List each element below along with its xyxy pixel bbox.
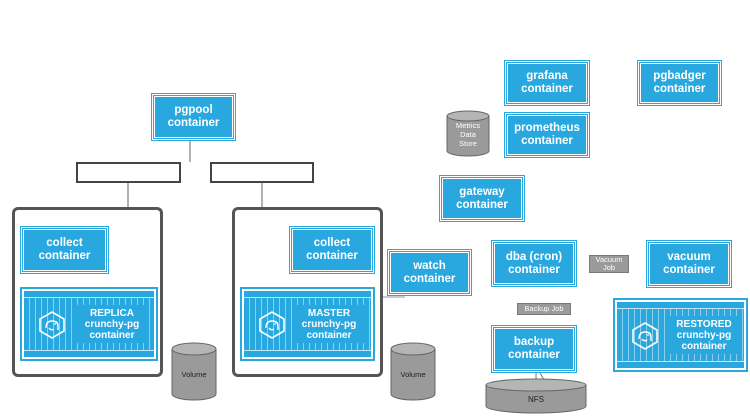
restored-image: crunchy-pg [676,329,732,341]
metrics-label-line2: Data [460,130,476,139]
master-pod-frame [232,207,383,377]
grafana-container: grafana container [506,62,588,104]
router-box-left [76,162,181,183]
restored-role: RESTORED [676,318,732,330]
replica-crunchy-pg-container: REPLICA crunchy-pg container [22,289,156,359]
pgbadger-subtitle: container [653,83,706,95]
grafana-title: grafana [526,70,568,82]
watch-title: watch [413,259,446,272]
restored-crunchy-pg-container: RESTORED crunchy-pg container [615,300,746,370]
grafana-subtitle: container [521,83,573,95]
restored-kind: container [681,340,727,352]
nfs-storage-cylinder [485,378,587,414]
volume-master-label: Volume [400,370,426,379]
volume-replica-label: Volume [181,370,207,379]
gateway-subtitle: container [456,198,508,211]
pgpool-title: pgpool [174,104,213,116]
prometheus-subtitle: container [521,135,573,147]
pgbadger-title: pgbadger [653,70,706,82]
master-crunchy-pg-container: MASTER crunchy-pg container [242,289,373,359]
collect-replica-title: collect [46,237,83,249]
postgres-elephant-icon [259,311,285,339]
vacuum-title: vacuum [667,251,711,263]
metrics-label-line3: Store [459,139,477,148]
backup-job-label: Backup Job [524,304,564,313]
prometheus-container: prometheus container [506,114,588,156]
metrics-label-line1: Metrics [455,121,481,130]
collect-master-subtitle: container [306,250,358,262]
prometheus-title: prometheus [514,122,580,134]
collect-replica-subtitle: container [38,250,91,262]
metrics-data-store-cylinder [446,110,490,157]
vacuum-job-tag: Vacuum Job [589,255,629,273]
backup-job-tag: Backup Job [517,303,571,315]
replica-role: REPLICA [90,307,134,319]
vacuum-container: vacuum container [648,242,730,286]
vacuum-job-line2: Job [602,263,616,272]
watch-subtitle: container [403,272,456,285]
pgbadger-container: pgbadger container [639,62,720,104]
pgpool-container: pgpool container [153,95,234,139]
gateway-title: gateway [459,185,505,198]
pgpool-subtitle: container [167,117,220,129]
dba-cron-container: dba (cron) container [493,242,575,285]
backup-subtitle: container [508,349,560,361]
collect-master-title: collect [313,237,351,249]
master-kind: container [306,329,352,341]
volume-replica-cylinder [171,342,217,401]
master-role: MASTER [307,307,351,319]
collect-replica-container: collect container [22,228,107,272]
master-image: crunchy-pg [301,318,357,330]
router-box-right [210,162,314,183]
metrics-data-store-label: Metrics Data Store [446,121,490,148]
postgres-elephant-icon [632,322,658,350]
vacuum-subtitle: container [663,264,715,276]
watch-container: watch container [389,251,470,294]
postgres-elephant-icon [39,311,65,339]
collect-master-container: collect container [291,228,373,272]
vacuum-job-line1: Vacuum [595,255,623,264]
gateway-container: gateway container [441,177,523,220]
nfs-label: NFS [528,395,544,404]
backup-title: backup [513,336,555,348]
dba-subtitle: container [508,263,560,276]
replica-pod-frame [12,207,163,377]
replica-image: crunchy-pg [84,318,140,330]
replica-kind: container [89,329,135,341]
dba-title: dba (cron) [505,250,563,263]
volume-master-cylinder [390,342,436,401]
backup-container: backup container [493,327,575,371]
